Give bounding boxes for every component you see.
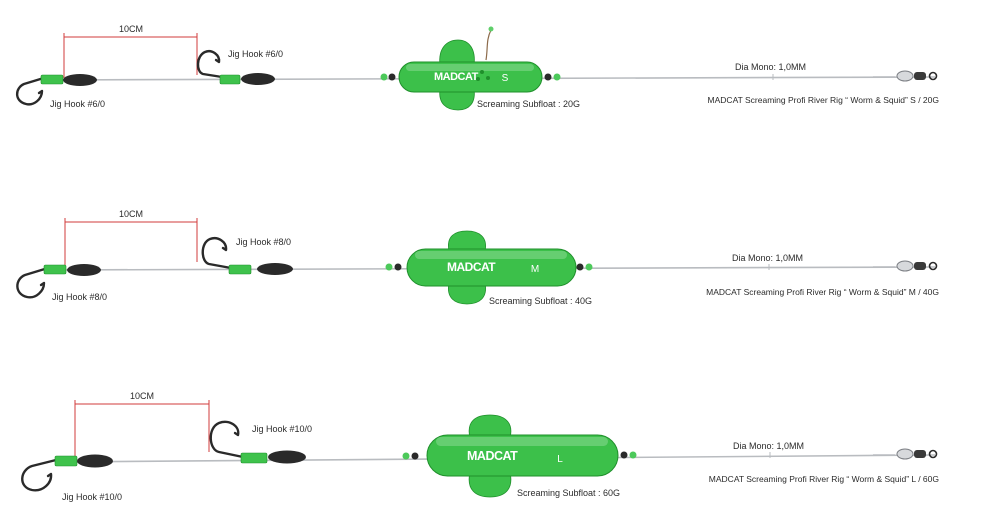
bead-icon bbox=[388, 73, 396, 81]
measure-bracket bbox=[64, 218, 198, 267]
jig-hook-front-icon bbox=[21, 455, 78, 492]
hook-front-label: Jig Hook #10/0 bbox=[62, 492, 122, 502]
bead-icon bbox=[585, 263, 593, 271]
product-label: MADCAT Screaming Profi River Rig “ Worm … bbox=[709, 474, 939, 484]
swivel-icon bbox=[873, 70, 938, 82]
bead-icon bbox=[620, 451, 628, 459]
measure-bracket bbox=[74, 400, 210, 458]
bead-icon bbox=[553, 73, 561, 81]
float-brand: MADCAT bbox=[467, 449, 518, 463]
jig-hook-front-icon bbox=[15, 74, 64, 106]
measure-bracket bbox=[63, 33, 198, 78]
measure-label: 10CM bbox=[130, 391, 154, 401]
bead-icon bbox=[380, 73, 388, 81]
hook-rear-label: Jig Hook #8/0 bbox=[236, 237, 291, 247]
line-label: Dia Mono: 1,0MM bbox=[732, 253, 803, 263]
subfloat-m-icon bbox=[406, 230, 577, 305]
swivel-icon bbox=[873, 448, 938, 460]
bead-icon bbox=[544, 73, 552, 81]
bead-icon bbox=[629, 451, 637, 459]
float-brand: MADCAT bbox=[447, 260, 496, 274]
sinker-front-icon bbox=[77, 454, 113, 468]
float-size: S bbox=[502, 73, 509, 84]
bead-icon bbox=[576, 263, 584, 271]
rig-s: 10CM Jig Hook #6/0 Jig Hook #6/0 bbox=[15, 24, 939, 111]
bead-icon bbox=[385, 263, 393, 271]
sinker-rear-icon bbox=[257, 263, 293, 275]
float-label: Screaming Subfloat : 20G bbox=[477, 99, 580, 109]
product-label: MADCAT Screaming Profi River Rig “ Worm … bbox=[708, 95, 939, 105]
line-label: Dia Mono: 1,0MM bbox=[733, 441, 804, 451]
float-brand: MADCAT bbox=[434, 71, 479, 83]
sinker-front-icon bbox=[67, 264, 101, 276]
jig-hook-rear-icon bbox=[201, 237, 252, 275]
subfloat-l-icon bbox=[426, 414, 619, 498]
measure-label: 10CM bbox=[119, 24, 143, 34]
hook-rear-label: Jig Hook #10/0 bbox=[252, 424, 312, 434]
line-label: Dia Mono: 1,0MM bbox=[735, 62, 806, 72]
rig-l: 10CM Jig Hook #10/0 Jig Hook #10/0 MADCA… bbox=[21, 391, 939, 502]
bead-icon bbox=[402, 452, 410, 460]
jig-hook-front-icon bbox=[16, 264, 67, 299]
product-label: MADCAT Screaming Profi River Rig “ Worm … bbox=[706, 287, 939, 297]
float-size: L bbox=[557, 454, 563, 465]
measure-label: 10CM bbox=[119, 209, 143, 219]
jig-hook-rear-icon bbox=[209, 420, 268, 464]
hook-front-label: Jig Hook #6/0 bbox=[50, 99, 105, 109]
bead-icon bbox=[411, 452, 419, 460]
sinker-front-icon bbox=[63, 74, 97, 86]
sinker-rear-icon bbox=[241, 73, 275, 85]
jig-hook-rear-icon bbox=[196, 50, 241, 85]
float-label: Screaming Subfloat : 40G bbox=[489, 296, 592, 306]
sinker-rear-icon bbox=[268, 450, 306, 464]
rig-m: 10CM Jig Hook #8/0 Jig Hook #8/0 MADCAT … bbox=[16, 209, 939, 306]
float-size: M bbox=[531, 264, 539, 275]
hook-rear-label: Jig Hook #6/0 bbox=[228, 49, 283, 59]
hook-front-label: Jig Hook #8/0 bbox=[52, 292, 107, 302]
float-label: Screaming Subfloat : 60G bbox=[517, 488, 620, 498]
subfloat-s-icon bbox=[398, 26, 543, 111]
bead-icon bbox=[394, 263, 402, 271]
swivel-icon bbox=[873, 260, 938, 272]
